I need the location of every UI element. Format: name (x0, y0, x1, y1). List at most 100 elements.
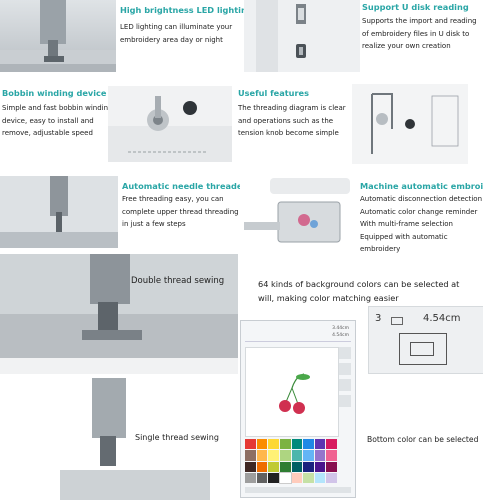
palette-swatch[interactable] (314, 461, 326, 472)
bobbin-photo (108, 86, 232, 162)
threader-text-line: complete upper thread threading (122, 207, 239, 216)
screen-dim-2: 4.54cm (332, 333, 349, 338)
palette-swatch[interactable] (256, 461, 268, 472)
colors-caption: 64 kinds of background colors can be sel… (258, 277, 459, 305)
embroidery-text-line: Automatic disconnection detection (360, 195, 483, 203)
threader-text-line: Free threading easy, you can (122, 195, 224, 203)
threading-diagram-photo (352, 84, 468, 164)
palette-swatch[interactable] (291, 461, 303, 472)
hoop-outline-icon (399, 333, 447, 365)
frame-icon (391, 317, 403, 325)
double-thread-caption: Double thread sewing (131, 276, 225, 286)
useful-text-line: tension knob become simple (238, 129, 339, 138)
screen-side-button[interactable] (339, 395, 351, 407)
screen-side-button[interactable] (339, 363, 351, 375)
screen-bottom-bar (245, 487, 351, 493)
useful-text: The threading diagram is clear and opera… (238, 102, 346, 140)
embroidery-text-line: With multi-frame selection (360, 220, 453, 229)
palette-swatch[interactable] (256, 450, 268, 461)
palette-swatch[interactable] (268, 472, 279, 483)
palette-swatch[interactable] (245, 439, 256, 450)
zoom-display: 3 4.54cm (368, 306, 483, 374)
single-thread-illustration (0, 378, 238, 500)
bobbin-text: Simple and fast bobbin winding device, e… (2, 102, 113, 140)
palette-swatch[interactable] (279, 461, 291, 472)
design-box-icon (410, 342, 434, 356)
palette-swatch[interactable] (326, 461, 337, 472)
embroidery-text: Automatic disconnection detection Automa… (360, 193, 483, 256)
threader-title: Automatic needle threader (122, 181, 247, 191)
palette-swatch[interactable] (326, 472, 337, 483)
useful-text-line: and operations such as the (238, 116, 334, 125)
embroidery-frame-illustration (240, 174, 358, 248)
presser-foot-illustration (0, 0, 116, 72)
color-palette[interactable] (245, 439, 337, 485)
threader-text-line: in just a few steps (122, 220, 186, 229)
palette-swatch[interactable] (303, 439, 314, 450)
embroidery-text-line: Automatic color change reminder (360, 207, 478, 216)
needle-threader-photo (0, 176, 118, 248)
palette-swatch[interactable] (314, 472, 326, 483)
lcd-screen: 3.44cm 4.54cm (240, 320, 356, 498)
screen-toolbar: 3.44cm 4.54cm (245, 325, 351, 342)
bobbin-text-line: device, easy to install and (2, 116, 94, 125)
palette-swatch[interactable] (279, 450, 291, 461)
usb-photo (244, 0, 360, 72)
single-thread-photo (0, 378, 238, 500)
double-thread-photo (0, 254, 238, 374)
palette-swatch[interactable] (326, 450, 337, 461)
useful-title: Useful features (238, 88, 309, 98)
palette-swatch[interactable] (303, 472, 314, 483)
zoom-number: 3 (375, 313, 382, 324)
colors-caption-line: will, making color matching easier (258, 293, 399, 303)
useful-text-line: The threading diagram is clear (238, 104, 346, 112)
usb-text: Supports the import and reading of embro… (362, 15, 477, 53)
cherry-icon (279, 373, 310, 414)
led-title: High brightness LED lighting (120, 5, 253, 15)
palette-swatch[interactable] (268, 461, 279, 472)
usb-text-line: realize your own creation (362, 42, 451, 51)
palette-swatch[interactable] (291, 450, 303, 461)
led-text-line: LED lighting can illuminate your (120, 23, 233, 31)
palette-swatch[interactable] (314, 450, 326, 461)
palette-swatch[interactable] (291, 472, 303, 483)
palette-swatch[interactable] (245, 450, 256, 461)
screen-side-buttons (339, 347, 351, 435)
bobbin-text-line: Simple and fast bobbin winding (2, 104, 113, 112)
colors-caption-line: 64 kinds of background colors can be sel… (258, 279, 460, 289)
palette-swatch[interactable] (303, 461, 314, 472)
double-thread-illustration (0, 254, 238, 374)
bobbin-winder-illustration (108, 86, 232, 162)
palette-swatch[interactable] (268, 439, 279, 450)
bottom-color-caption: Bottom color can be selected (367, 435, 479, 444)
usb-text-line: of embroidery files in U disk to (362, 29, 470, 38)
threading-diagram-illustration (352, 84, 468, 164)
palette-swatch[interactable] (326, 439, 337, 450)
usb-title: Support U disk reading (362, 2, 469, 12)
threader-text: Free threading easy, you can complete up… (122, 193, 239, 231)
screen-preview (245, 347, 339, 437)
embroidery-title: Machine automatic embroidery (360, 181, 483, 191)
screen-dim-1: 3.44cm (332, 326, 349, 331)
led-text-line: embroidery area day or night (120, 35, 223, 44)
screen-side-button[interactable] (339, 347, 351, 359)
palette-swatch[interactable] (256, 439, 268, 450)
usb-text-line: Supports the import and reading (362, 17, 477, 25)
palette-swatch[interactable] (256, 472, 268, 483)
led-photo (0, 0, 116, 72)
palette-swatch[interactable] (303, 450, 314, 461)
zoom-size: 4.54cm (423, 313, 461, 324)
palette-swatch[interactable] (245, 461, 256, 472)
palette-swatch[interactable] (268, 450, 279, 461)
led-text: LED lighting can illuminate your embroid… (120, 21, 232, 46)
palette-swatch[interactable] (291, 439, 303, 450)
bobbin-title: Bobbin winding device (2, 88, 107, 98)
palette-swatch[interactable] (314, 439, 326, 450)
palette-swatch[interactable] (279, 439, 291, 450)
bobbin-text-line: remove, adjustable speed (2, 129, 93, 138)
screen-side-button[interactable] (339, 379, 351, 391)
single-thread-caption: Single thread sewing (135, 433, 219, 442)
palette-swatch[interactable] (245, 472, 256, 483)
embroidery-machine-photo (240, 174, 358, 248)
palette-swatch[interactable] (278, 471, 292, 485)
